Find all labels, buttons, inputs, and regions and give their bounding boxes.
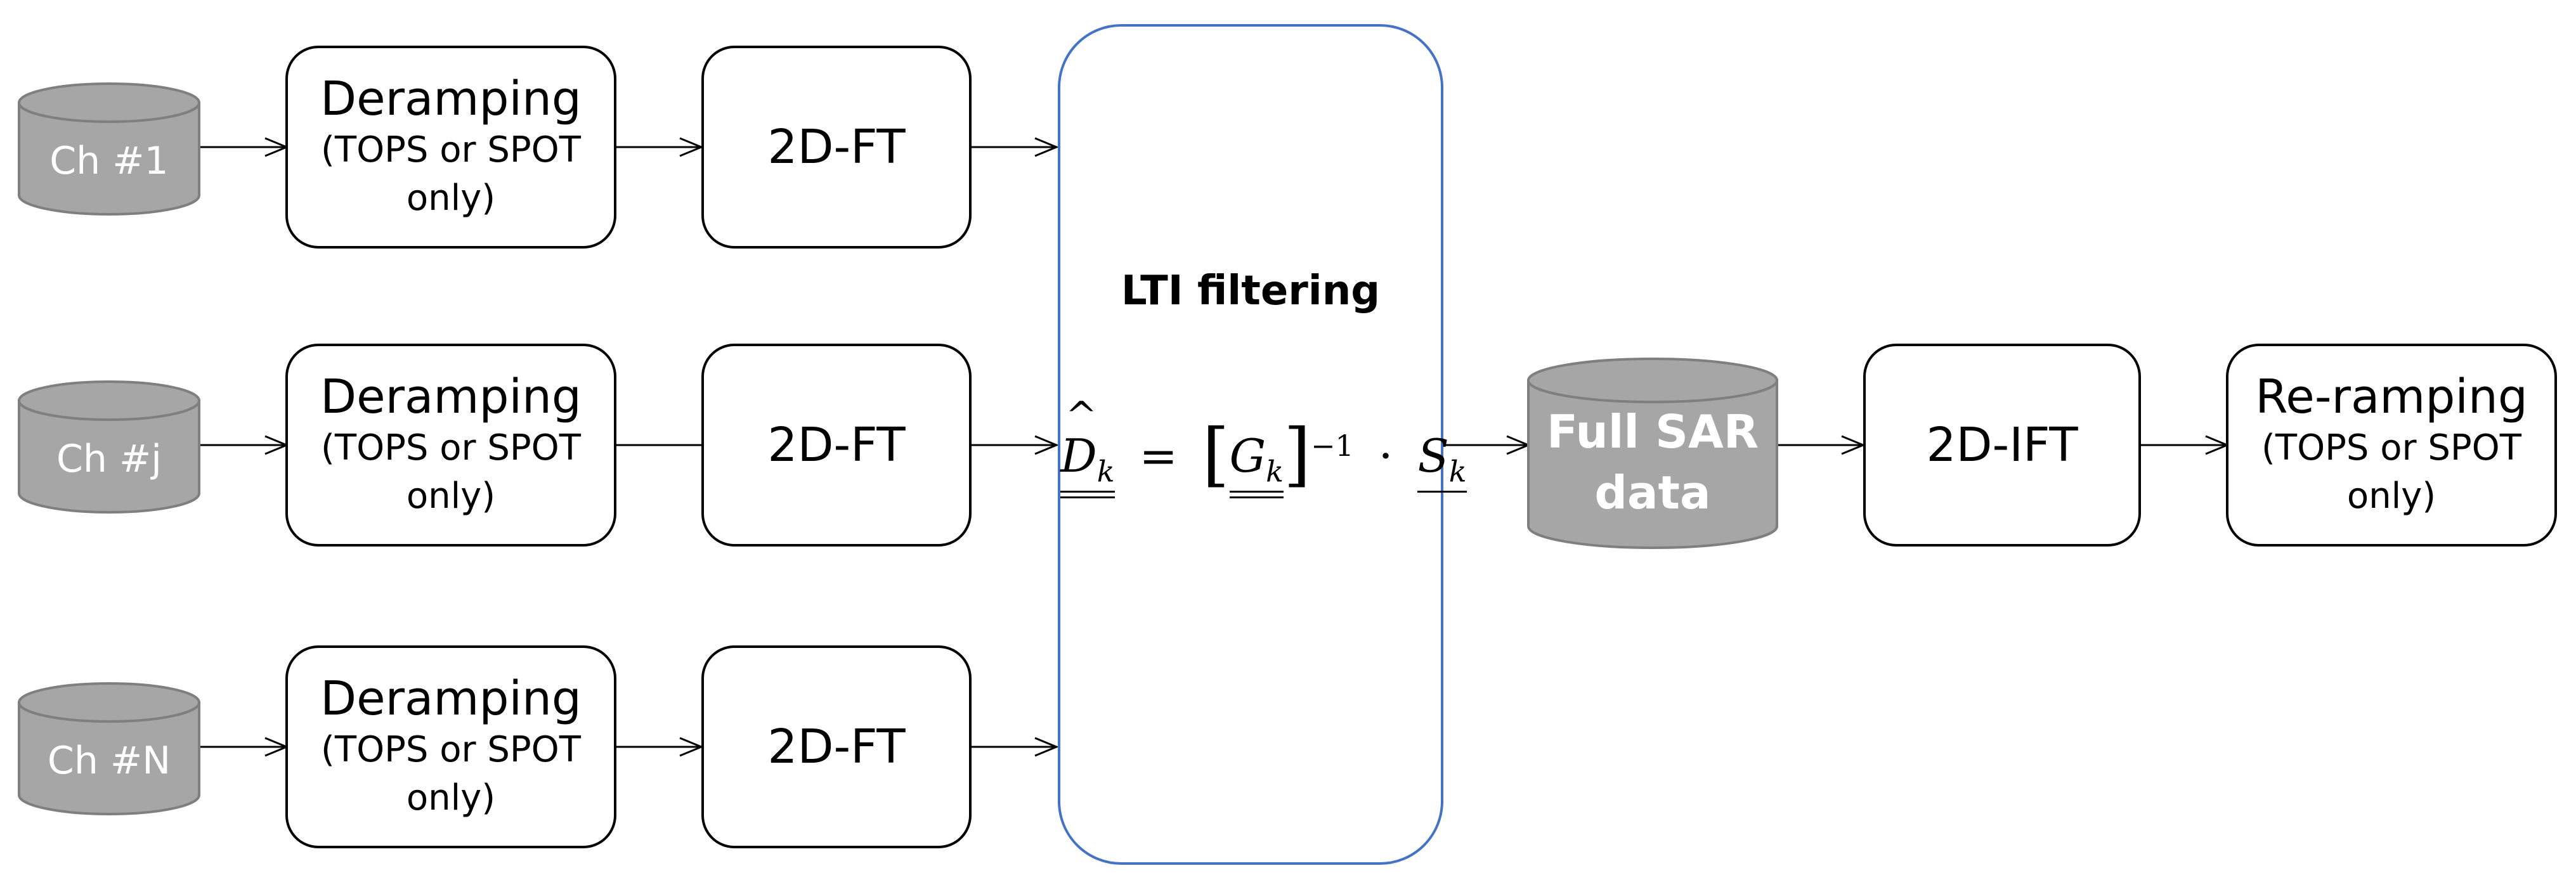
ft-box-j: 2D-FT xyxy=(701,344,972,547)
deramping-title: Deramping xyxy=(320,72,582,126)
lti-title: LTI filtering xyxy=(1121,268,1381,314)
ifft-box: 2D-IFT xyxy=(1863,344,2141,547)
ft-box-1: 2D-FT xyxy=(701,46,972,249)
eq-bracket-open: [ xyxy=(1202,413,1230,495)
ft-label: 2D-FT xyxy=(767,120,906,174)
ft-box-n: 2D-FT xyxy=(701,645,972,848)
deramping-note: (TOPS or SPOT only) xyxy=(321,729,581,819)
deramping-box-j: Deramping (TOPS or SPOT only) xyxy=(285,344,616,547)
lti-filtering-box: LTI filtering Dk = [Gk]−1 · Sk xyxy=(1058,24,1467,865)
lti-equation: Dk = [Gk]−1 · Sk xyxy=(1060,394,1467,499)
channel-cylinder-j: Ch #j xyxy=(18,380,200,514)
reramping-title: Re-ramping xyxy=(2255,370,2528,424)
deramping-title: Deramping xyxy=(320,671,582,726)
full-sar-line1: Full SAR xyxy=(1547,405,1759,458)
eq-g-matrix: Gk xyxy=(1229,429,1284,499)
channel-label: Ch #N xyxy=(48,739,171,783)
channel-label: Ch #1 xyxy=(49,139,168,183)
eq-dot: · xyxy=(1378,429,1393,482)
channel-cylinder-n: Ch #N xyxy=(18,682,200,815)
eq-s-vector: Sk xyxy=(1417,429,1467,493)
ft-label: 2D-FT xyxy=(767,720,906,774)
deramping-note: (TOPS or SPOT only) xyxy=(321,129,581,219)
full-sar-line2: data xyxy=(1594,466,1710,519)
full-sar-data-cylinder: Full SAR data xyxy=(1527,358,1778,549)
reramping-box: Re-ramping (TOPS or SPOT only) xyxy=(2226,344,2557,547)
channel-label: Ch #j xyxy=(56,437,162,481)
deramping-box-1: Deramping (TOPS or SPOT only) xyxy=(285,46,616,249)
eq-bracket-close: ] xyxy=(1284,413,1311,495)
eq-equals: = xyxy=(1139,429,1178,482)
ifft-label: 2D-IFT xyxy=(1926,418,2078,472)
deramping-title: Deramping xyxy=(320,370,582,424)
ft-label: 2D-FT xyxy=(767,418,906,472)
deramping-note: (TOPS or SPOT only) xyxy=(321,427,581,517)
eq-d-hat: Dk xyxy=(1060,394,1115,499)
deramping-box-n: Deramping (TOPS or SPOT only) xyxy=(285,645,616,848)
eq-exponent: −1 xyxy=(1310,429,1354,463)
reramping-note: (TOPS or SPOT only) xyxy=(2261,427,2521,517)
channel-cylinder-1: Ch #1 xyxy=(18,82,200,216)
